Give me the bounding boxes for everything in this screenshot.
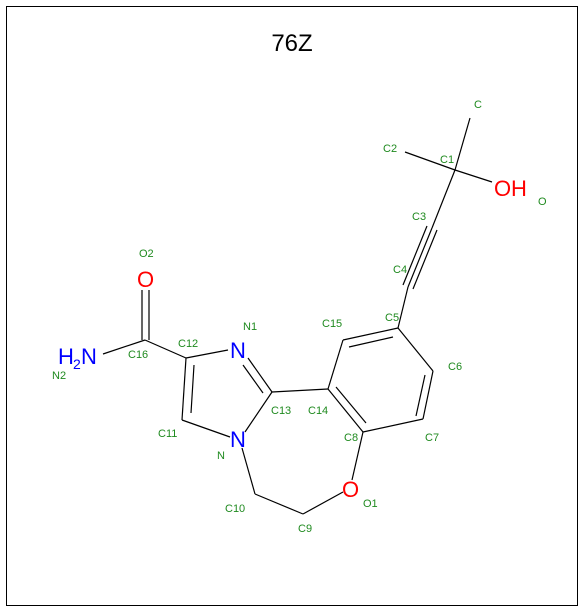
heteroatoms: N N O O O H H 2 N	[58, 176, 527, 502]
atom-n-ring: N	[230, 427, 246, 452]
bond-c5-c6	[397, 327, 434, 372]
bond-c1-oh	[454, 169, 493, 183]
atom-o-ether: O	[342, 477, 359, 502]
bond-c15-c5-inner	[348, 336, 394, 348]
bond-lines	[102, 117, 493, 515]
bond-c13-n1-inner	[242, 364, 264, 394]
bond-c12-c16	[144, 339, 187, 359]
label-c14: C14	[308, 405, 328, 417]
atom-nh2-n: N	[81, 344, 97, 369]
label-n1: N1	[243, 321, 257, 333]
label-c2: C2	[383, 143, 397, 155]
bond-c9-c10	[254, 493, 304, 515]
atom-oh-o: O	[494, 176, 511, 201]
bond-c8-c14-inner	[335, 386, 367, 424]
molecule-structure: N N O O O H H 2 N C C1 C2 O C3 C4 C5 C15…	[52, 99, 547, 535]
label-o2: O2	[139, 248, 154, 260]
label-c8: C8	[344, 432, 358, 444]
label-c16: C16	[128, 349, 148, 361]
label-c11: C11	[158, 428, 177, 440]
atom-nh2-h: H	[58, 344, 74, 369]
atom-labels: C C1 C2 O C3 C4 C5 C15 C6 C7 C8 C14 C13 …	[52, 99, 547, 535]
atom-o-carbonyl: O	[137, 267, 154, 292]
label-c: C	[474, 99, 482, 111]
label-c10: C10	[225, 503, 245, 515]
label-c4: C4	[393, 264, 407, 276]
label-c7: C7	[425, 432, 439, 444]
bond-c1-c3	[431, 169, 456, 229]
label-c5: C5	[385, 312, 399, 324]
diagram-frame	[6, 6, 578, 606]
molecule-title: 76Z	[271, 30, 313, 57]
bond-c11-n	[181, 419, 231, 438]
bond-c10-n	[241, 447, 256, 495]
bond-c8-o1	[351, 431, 364, 481]
label-c1: C1	[440, 154, 454, 166]
bond-c1-c	[454, 117, 471, 171]
bond-c1-c2	[404, 151, 456, 171]
bond-c7-c8	[362, 418, 424, 433]
bond-c13-n1	[247, 357, 273, 393]
bond-c15-c5	[342, 327, 399, 341]
bond-o1-c9	[302, 491, 344, 515]
bond-c4-c5	[397, 286, 409, 329]
bond-n1-c12	[185, 349, 229, 359]
bond-c12-c11-inner	[190, 364, 195, 414]
label-c15: C15	[322, 318, 342, 330]
label-o1: O1	[363, 498, 378, 510]
bond-c6-c7	[422, 370, 434, 420]
bond-c8-c14	[327, 388, 364, 433]
bond-n-c13	[244, 391, 273, 433]
label-n: N	[217, 450, 225, 462]
label-c3: C3	[412, 211, 426, 223]
bond-c6-c7-inner	[415, 374, 426, 417]
atom-n1: N	[230, 338, 246, 363]
bond-c14-c13	[271, 388, 329, 393]
label-c9: C9	[298, 523, 312, 535]
atom-oh-h: H	[511, 176, 527, 201]
bond-c12-c11	[181, 357, 187, 421]
atom-nh2-sub: 2	[73, 356, 81, 372]
bond-c3-c4-a	[407, 227, 433, 288]
label-c13: C13	[271, 405, 291, 417]
label-n2: N2	[52, 370, 66, 382]
bond-c3-c4-b	[402, 225, 428, 286]
bond-c16-n2	[102, 339, 146, 355]
label-c6: C6	[448, 361, 462, 373]
bond-c3-c4-c	[412, 229, 438, 290]
label-c12: C12	[178, 338, 198, 350]
bond-c14-c15	[327, 339, 344, 390]
label-o: O	[538, 196, 547, 208]
